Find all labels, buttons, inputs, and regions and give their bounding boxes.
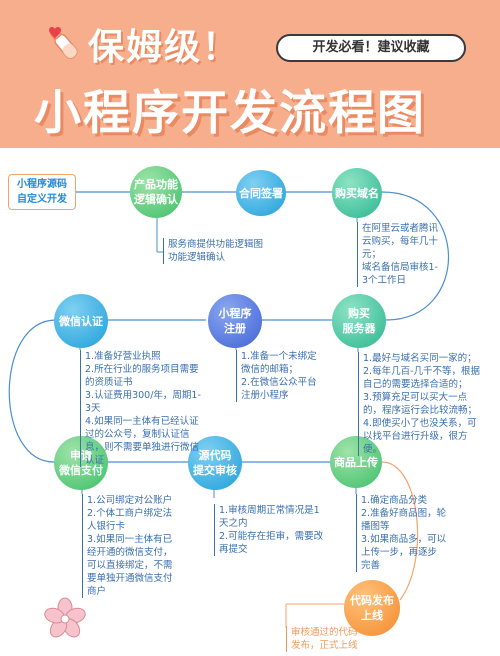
note-line: 2.所在行业的服务项目需要 bbox=[85, 364, 199, 375]
step-wechat-pay-line2: 微信支付 bbox=[59, 464, 103, 477]
step-contract-label: 合同签署 bbox=[239, 186, 283, 200]
note-line: 3.预算充足可以买大一点 bbox=[363, 392, 468, 403]
note-line: 元； bbox=[362, 249, 382, 260]
step-wechat-pay-line1: 申请 bbox=[70, 449, 92, 462]
step-buy-server: 购买服务器 bbox=[332, 294, 386, 348]
step-miniapp-register: 小程序注册 bbox=[208, 294, 262, 348]
step-buy-domain: 购买域名 bbox=[332, 168, 382, 218]
title-line2: 小程序开发流程图 bbox=[34, 86, 426, 141]
step-buy-server-line2: 服务器 bbox=[342, 322, 376, 335]
note-line: 2.每年几百-几千不等，根据 bbox=[363, 366, 480, 377]
note-line: 1.最好与域名买同一家的； bbox=[363, 353, 477, 364]
note-line: 服务商提供功能逻辑图 bbox=[168, 239, 264, 250]
step-wechat-verify: 微信认证 bbox=[54, 294, 108, 348]
note-line: 2.准备好商品图，轮 bbox=[361, 508, 447, 519]
note-buy-domain: 在阿里云或者腾讯 云购买，每年几十 元； 域名备信局审核1- 3个工作日 bbox=[357, 222, 467, 287]
note-line: 便。 bbox=[363, 444, 383, 455]
note-line: 天之内 bbox=[219, 518, 248, 529]
step-product-upload: 商品上传 bbox=[330, 436, 382, 488]
step-miniapp-register-line1: 小程序 bbox=[218, 307, 252, 320]
note-line: 1.审核周期正常情况是1 bbox=[219, 505, 320, 516]
note-publish-online: 审核通过的代码 发布，正式上线 bbox=[286, 626, 376, 652]
flower-icon bbox=[44, 597, 86, 638]
step-product-logic-line1: 产品功能 bbox=[134, 178, 178, 191]
note-line: 注册小程序 bbox=[241, 390, 289, 401]
note-line: 经开通的微信支付， bbox=[87, 547, 173, 558]
note-line: 1.准备一个未绑定 bbox=[241, 351, 317, 362]
recommend-badge: 开发必看！建议收藏 bbox=[276, 34, 466, 62]
step-code-review-line1: 源代码 bbox=[198, 449, 232, 462]
note-line: 自己的需要选择合适的； bbox=[363, 379, 468, 390]
note-line: 1.确定商品分类 bbox=[361, 495, 428, 506]
note-line: 微信的邮箱； bbox=[241, 364, 299, 375]
step-wechat-pay: 申请微信支付 bbox=[54, 436, 108, 490]
note-line: 4.即使买小了也没关系，可 bbox=[363, 418, 477, 429]
note-line: 完善 bbox=[361, 560, 381, 571]
header-banner: 保姆级！ 小程序开发流程图 开发必看！建议收藏 bbox=[0, 0, 500, 148]
note-line: 商户 bbox=[87, 586, 107, 597]
note-line: 发布，正式上线 bbox=[291, 640, 358, 651]
note-line: 在阿里云或者腾讯 bbox=[362, 223, 439, 234]
step-wechat-verify-label: 微信认证 bbox=[59, 314, 103, 328]
step-publish-online-line1: 代码发布 bbox=[350, 594, 394, 607]
note-miniapp-register: 1.准备一个未绑定 微信的邮箱； 2.在微信公众平台 注册小程序 bbox=[236, 350, 336, 402]
note-wechat-verify: 1.准备好营业执照 2.所在行业的服务项目需要 的资质证书 3.认证费用300/… bbox=[80, 350, 226, 467]
start-box-line2: 自定义开发 bbox=[17, 194, 67, 205]
step-product-logic-line2: 逻辑确认 bbox=[134, 193, 178, 206]
step-buy-server-line1: 购买 bbox=[348, 307, 370, 320]
note-line: 播图等 bbox=[361, 521, 390, 532]
note-line: 要单独开通微信支付 bbox=[87, 573, 173, 584]
step-code-review: 源代码提交审核 bbox=[188, 436, 242, 490]
step-code-review-line2: 提交审核 bbox=[193, 464, 237, 477]
note-line: 域名备信局审核1- bbox=[362, 262, 438, 273]
step-contract: 合同签署 bbox=[236, 170, 286, 216]
step-publish-online: 代码发布上线 bbox=[344, 580, 400, 636]
note-line: 2.在微信公众平台 bbox=[241, 377, 317, 388]
title-line1: 保姆级！ bbox=[88, 27, 241, 68]
note-line: 4.如果同一主体有已经认证 bbox=[85, 416, 199, 427]
note-line: 1.公司绑定对公账户 bbox=[87, 495, 173, 506]
note-line: 认证 bbox=[85, 455, 105, 466]
note-product-upload: 1.确定商品分类 2.准备好商品图，轮 播图等 3.如果商品多，可以 上传一步，… bbox=[356, 494, 466, 572]
start-box: 小程序源码 自定义开发 bbox=[8, 174, 76, 210]
note-line: 人银行卡 bbox=[87, 521, 126, 532]
note-line: 3个工作日 bbox=[362, 275, 407, 286]
note-line: 以找平台进行升级，很方 bbox=[363, 431, 468, 442]
step-product-upload-label: 商品上传 bbox=[334, 455, 378, 469]
note-buy-server: 1.最好与域名买同一家的； 2.每年几百-几千不等，根据 自己的需要选择合适的；… bbox=[358, 352, 496, 456]
note-wechat-pay: 1.公司绑定对公账户 2.个体工商户绑定法 人银行卡 3.如果同一主体有已 经开… bbox=[82, 494, 198, 598]
note-line: 云购买，每年几十 bbox=[362, 236, 439, 247]
note-line: 上传一步，再逐步 bbox=[361, 547, 438, 558]
note-line: 3天 bbox=[85, 403, 101, 414]
note-line: 过的公众号，复制认证信 bbox=[85, 429, 190, 440]
step-buy-domain-label: 购买域名 bbox=[335, 186, 379, 200]
note-line: 再提交 bbox=[219, 544, 248, 555]
note-code-review: 1.审核周期正常情况是1 天之内 2.可能存在拒审，需要改 再提交 bbox=[214, 504, 338, 556]
note-line: 2.个体工商户绑定法 bbox=[87, 508, 173, 519]
note-line: 的资质证书 bbox=[85, 377, 133, 388]
step-product-logic: 产品功能逻辑确认 bbox=[130, 166, 182, 218]
bottle-icon bbox=[40, 20, 88, 68]
note-line: 1.准备好营业执照 bbox=[85, 351, 161, 362]
note-line: 的，程序运行会比较流畅； bbox=[363, 405, 478, 416]
start-box-line1: 小程序源码 bbox=[17, 179, 67, 190]
note-line: 3.如果商品多，可以 bbox=[361, 534, 447, 545]
note-line: 审核通过的代码 bbox=[291, 627, 358, 638]
note-line: 3.如果同一主体有已 bbox=[87, 534, 173, 545]
step-publish-online-line2: 上线 bbox=[361, 609, 383, 622]
note-line: 3.认证费用300/年，周期1- bbox=[85, 390, 201, 401]
note-product-logic: 服务商提供功能逻辑图 功能逻辑确认 bbox=[163, 238, 293, 264]
note-line: 息，则不需要单独进行微信 bbox=[85, 442, 200, 453]
note-line: 功能逻辑确认 bbox=[168, 252, 226, 263]
note-line: 可以直接绑定，不需 bbox=[87, 560, 173, 571]
note-line: 2.可能存在拒审，需要改 bbox=[219, 531, 324, 542]
step-miniapp-register-line2: 注册 bbox=[224, 322, 246, 335]
